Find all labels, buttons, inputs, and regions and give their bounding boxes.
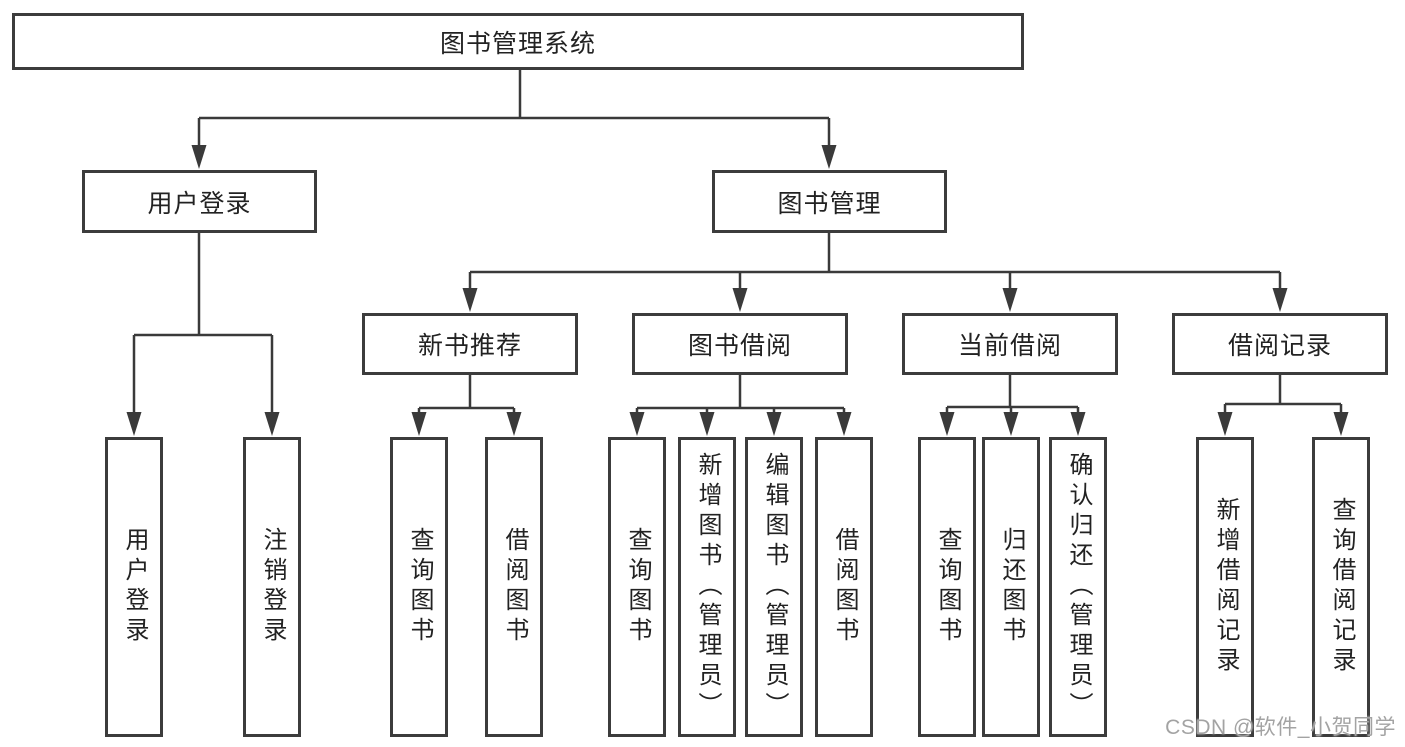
- leaf-add-book-admin: 新增图书（管理员）: [678, 437, 736, 737]
- leaf-label: 用户登录: [121, 527, 148, 647]
- leaf-logout: 注销登录: [243, 437, 301, 737]
- leaf-label: 注销登录: [259, 527, 286, 647]
- leaf-add-borrow-record: 新增借阅记录: [1196, 437, 1254, 737]
- node-label: 当前借阅: [957, 332, 1062, 360]
- node-borrow-records: 借阅记录: [1172, 313, 1388, 375]
- leaf-edit-book-admin: 编辑图书（管理员）: [745, 437, 803, 737]
- leaf-label: 新增图书（管理员）: [694, 452, 721, 722]
- node-user-login: 用户登录: [82, 170, 317, 233]
- node-label: 图书管理: [777, 189, 882, 218]
- leaf-query-books-borrow: 查询图书: [608, 437, 666, 737]
- node-label: 用户登录: [147, 189, 252, 218]
- node-book-management: 图书管理: [712, 170, 947, 233]
- leaf-label: 编辑图书（管理员）: [761, 452, 788, 722]
- leaf-label: 归还图书: [998, 527, 1025, 647]
- node-label: 新书推荐: [417, 332, 522, 360]
- node-label: 图书借阅: [687, 332, 792, 360]
- leaf-confirm-return-admin: 确认归还（管理员）: [1049, 437, 1107, 737]
- leaf-user-login: 用户登录: [105, 437, 163, 737]
- leaf-label: 确认归还（管理员）: [1065, 452, 1092, 722]
- csdn-watermark: CSDN @软件_小贺同学: [1165, 716, 1396, 739]
- leaf-label: 查询图书: [934, 527, 961, 647]
- leaf-label: 查询图书: [406, 527, 433, 647]
- node-label: 图书管理系统: [439, 29, 596, 58]
- node-root-system: 图书管理系统: [12, 13, 1024, 70]
- leaf-query-books-current: 查询图书: [918, 437, 976, 737]
- node-book-borrow: 图书借阅: [632, 313, 848, 375]
- node-current-borrow: 当前借阅: [902, 313, 1118, 375]
- leaf-query-books-recommend: 查询图书: [390, 437, 448, 737]
- leaf-query-borrow-record: 查询借阅记录: [1312, 437, 1370, 737]
- leaf-label: 借阅图书: [831, 527, 858, 647]
- leaf-label: 查询图书: [624, 527, 651, 647]
- leaf-borrow-books: 借阅图书: [815, 437, 873, 737]
- leaf-return-book: 归还图书: [982, 437, 1040, 737]
- node-new-book-recommend: 新书推荐: [362, 313, 578, 375]
- leaf-label: 新增借阅记录: [1212, 497, 1239, 677]
- leaf-borrow-books-recommend: 借阅图书: [485, 437, 543, 737]
- node-label: 借阅记录: [1227, 332, 1332, 360]
- leaf-label: 查询借阅记录: [1328, 497, 1355, 677]
- leaf-label: 借阅图书: [501, 527, 528, 647]
